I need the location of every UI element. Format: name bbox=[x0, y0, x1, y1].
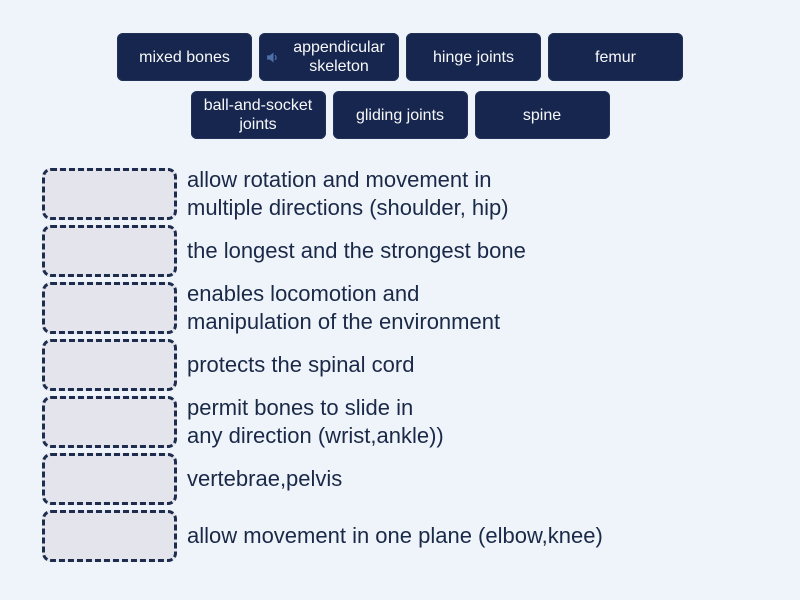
tile-femur[interactable]: femur bbox=[548, 33, 683, 81]
match-row-7: allow movement in one plane (elbow,knee) bbox=[0, 510, 800, 562]
tile-gliding-joints[interactable]: gliding joints bbox=[332, 91, 468, 139]
answer-tiles: mixed bones appendicular skeleton hinge … bbox=[0, 0, 800, 139]
match-row-2: the longest and the strongest bone bbox=[0, 225, 800, 277]
drop-zone-2[interactable] bbox=[42, 225, 177, 277]
tile-label: gliding joints bbox=[355, 106, 445, 124]
tile-label: mixed bones bbox=[139, 48, 230, 66]
match-row-6: vertebrae,pelvis bbox=[0, 453, 800, 505]
drop-zone-5[interactable] bbox=[42, 396, 177, 448]
definition-text: protects the spinal cord bbox=[187, 352, 415, 377]
match-row-5: permit bones to slide in any direction (… bbox=[0, 395, 800, 448]
drop-zone-4[interactable] bbox=[42, 339, 177, 391]
tile-label: appendicular skeleton bbox=[293, 39, 385, 75]
tile-row-1: mixed bones appendicular skeleton hinge … bbox=[0, 33, 800, 81]
match-row-1: allow rotation and movement in multiple … bbox=[0, 167, 800, 220]
tile-mixed-bones[interactable]: mixed bones bbox=[117, 33, 252, 81]
match-row-3: enables locomotion and manipulation of t… bbox=[0, 281, 800, 334]
tile-label: hinge joints bbox=[433, 48, 514, 66]
drop-zone-7[interactable] bbox=[42, 510, 177, 562]
definition-text: the longest and the strongest bone bbox=[187, 238, 526, 263]
tile-appendicular-skeleton[interactable]: appendicular skeleton bbox=[259, 33, 399, 81]
tile-label: spine bbox=[522, 106, 562, 124]
tile-spine[interactable]: spine bbox=[474, 91, 610, 139]
match-row-4: protects the spinal cord bbox=[0, 339, 800, 391]
drop-zone-3[interactable] bbox=[42, 282, 177, 334]
tile-row-2: ball-and-socket joints gliding joints sp… bbox=[0, 91, 800, 139]
drop-zone-1[interactable] bbox=[42, 168, 177, 220]
definition-text: allow rotation and movement in multiple … bbox=[187, 167, 509, 220]
speaker-icon[interactable] bbox=[265, 49, 282, 66]
definition-text: permit bones to slide in any direction (… bbox=[187, 395, 444, 448]
definition-text: allow movement in one plane (elbow,knee) bbox=[187, 523, 603, 548]
drop-zone-6[interactable] bbox=[42, 453, 177, 505]
tile-hinge-joints[interactable]: hinge joints bbox=[406, 33, 541, 81]
tile-ball-and-socket-joints[interactable]: ball-and-socket joints bbox=[190, 91, 326, 139]
definition-list: allow rotation and movement in multiple … bbox=[0, 167, 800, 562]
tile-label: ball-and-socket joints bbox=[203, 97, 313, 133]
definition-text: vertebrae,pelvis bbox=[187, 466, 343, 491]
definition-text: enables locomotion and manipulation of t… bbox=[187, 281, 501, 334]
tile-label: femur bbox=[595, 48, 636, 66]
